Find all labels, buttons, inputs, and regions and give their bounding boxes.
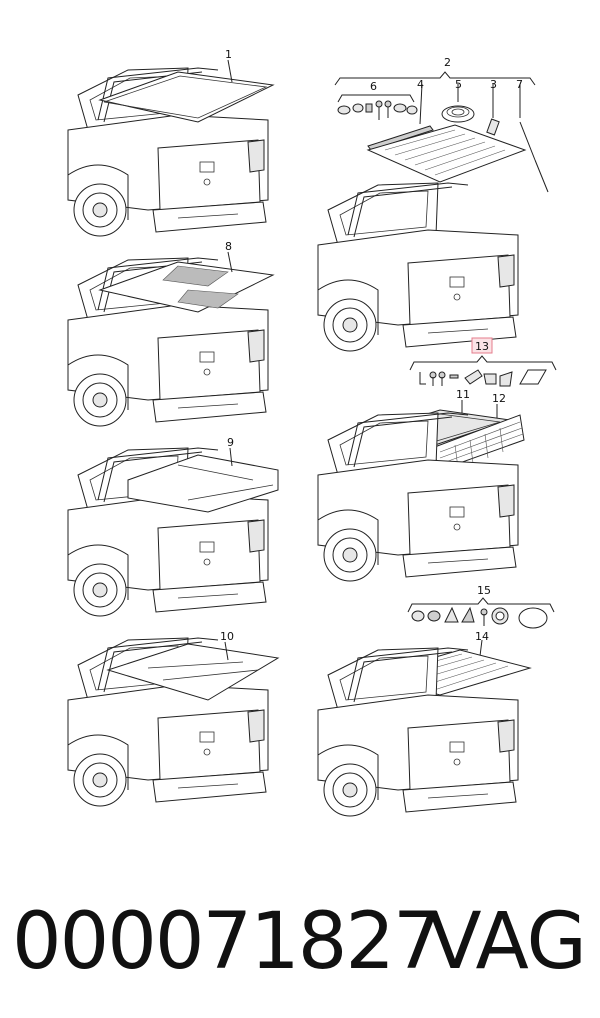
- brand-name: VAG: [428, 897, 587, 987]
- soft-cover-8: [98, 261, 275, 313]
- callout-7: 7: [516, 78, 523, 91]
- panel-2: 2 6 4 5 3 7: [317, 56, 549, 352]
- callout-11: 11: [456, 388, 470, 401]
- rail-4: [367, 125, 434, 151]
- cargo-basket-12: [431, 414, 525, 471]
- callout-8: 8: [225, 240, 232, 253]
- clip-3: [486, 118, 500, 136]
- callout-15: 15: [477, 584, 491, 597]
- hard-lid-10: [106, 643, 280, 701]
- bed-mat: [366, 124, 527, 183]
- callout-2: 2: [444, 56, 451, 69]
- folding-cover-9: [127, 454, 279, 513]
- callout-5: 5: [455, 78, 462, 91]
- callout-9: 9: [227, 436, 234, 449]
- callout-10: 10: [220, 630, 234, 643]
- panel-10: [67, 637, 280, 807]
- fastener-set-6: [337, 100, 418, 120]
- callout-12: 12: [492, 392, 506, 405]
- panel-14-15: 15 14: [317, 584, 555, 817]
- fastener-set-15: [411, 606, 548, 629]
- hard-cover-1: [98, 71, 275, 123]
- strut-7: [519, 121, 549, 193]
- fastener-set-13: [419, 369, 547, 387]
- panel-11-12-13: 13 11 12: [317, 337, 557, 582]
- callout-6: 6: [370, 80, 377, 93]
- callout-1: 1: [225, 48, 232, 61]
- callout-13-box: [471, 337, 493, 354]
- callout-14: 14: [475, 630, 489, 643]
- callout-4: 4: [417, 78, 424, 91]
- panel-8: [67, 257, 275, 427]
- callout-13: 13: [475, 340, 489, 353]
- panel-9: [67, 447, 279, 617]
- callout-3: 3: [490, 78, 497, 91]
- panel-1: [67, 67, 275, 237]
- part-number: 000071827: [12, 897, 443, 987]
- parts-diagram: 1 8 9 10 2 6: [67, 48, 557, 817]
- coil-5: [441, 105, 475, 123]
- footer: 000071827 VAG: [0, 880, 600, 1000]
